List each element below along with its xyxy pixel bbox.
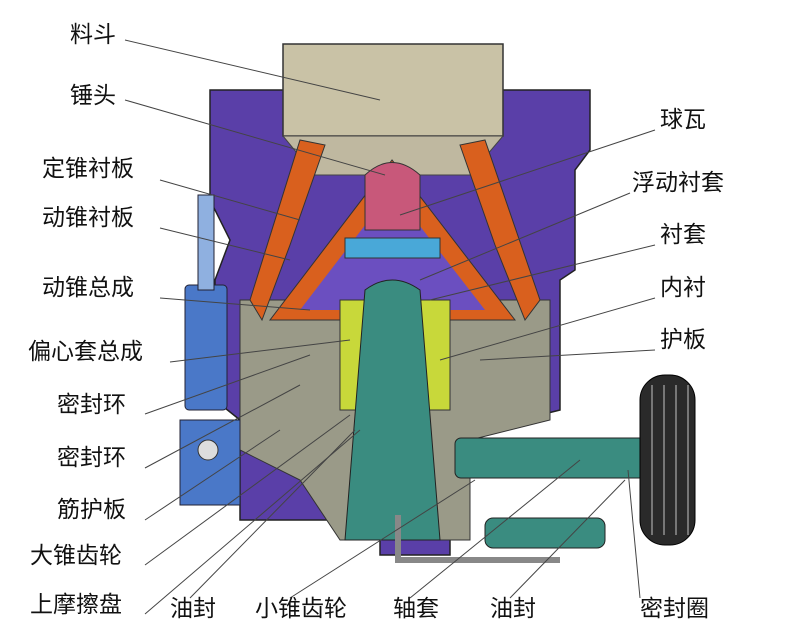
hydraulic-cylinder — [184, 284, 228, 411]
label-hammer-head: 锤头 — [70, 83, 116, 109]
label-seal-ring-1: 密封环 — [57, 392, 126, 418]
label-small-bevel-gear: 小锥齿轮 — [255, 596, 347, 622]
cylinder-pin — [197, 439, 219, 461]
fixed-liner-left — [249, 139, 326, 322]
countershaft-lower — [484, 517, 606, 549]
pulley — [639, 374, 696, 546]
label-floating-bushing: 浮动衬套 — [632, 170, 724, 196]
label-hopper: 料斗 — [70, 22, 116, 48]
label-seal-ring-3: 密封圈 — [640, 596, 709, 622]
label-upper-friction-disc: 上摩擦盘 — [30, 592, 122, 618]
label-shaft-sleeve: 轴套 — [393, 596, 439, 622]
label-seal-ring-2: 密封环 — [57, 445, 126, 471]
label-rib-guard: 筋护板 — [57, 497, 126, 523]
pulley-grooves — [651, 385, 689, 535]
leader-lines — [124, 39, 656, 615]
label-oil-seal-1: 油封 — [170, 596, 216, 622]
label-moving-cone-liner: 动锥衬板 — [42, 205, 134, 231]
main-shaft — [344, 279, 441, 541]
label-bushing: 衬套 — [660, 222, 706, 248]
label-fixed-cone-liner: 定锥衬板 — [42, 156, 134, 182]
label-oil-seal-2: 油封 — [490, 596, 536, 622]
head — [364, 162, 421, 231]
ball-bearing — [344, 237, 441, 259]
label-large-bevel-gear: 大锥齿轮 — [30, 543, 122, 569]
label-guard-plate: 护板 — [660, 327, 706, 353]
countershaft — [454, 437, 646, 479]
oil-pipe — [395, 515, 560, 563]
label-ball-bearing: 球瓦 — [660, 107, 706, 133]
cylinder-rod — [197, 194, 215, 291]
label-inner-liner: 内衬 — [660, 275, 706, 301]
label-eccentric-assembly: 偏心套总成 — [28, 339, 143, 365]
hopper — [282, 43, 504, 137]
fixed-liner-right — [459, 139, 541, 322]
label-moving-cone-assembly: 动锥总成 — [42, 275, 134, 301]
